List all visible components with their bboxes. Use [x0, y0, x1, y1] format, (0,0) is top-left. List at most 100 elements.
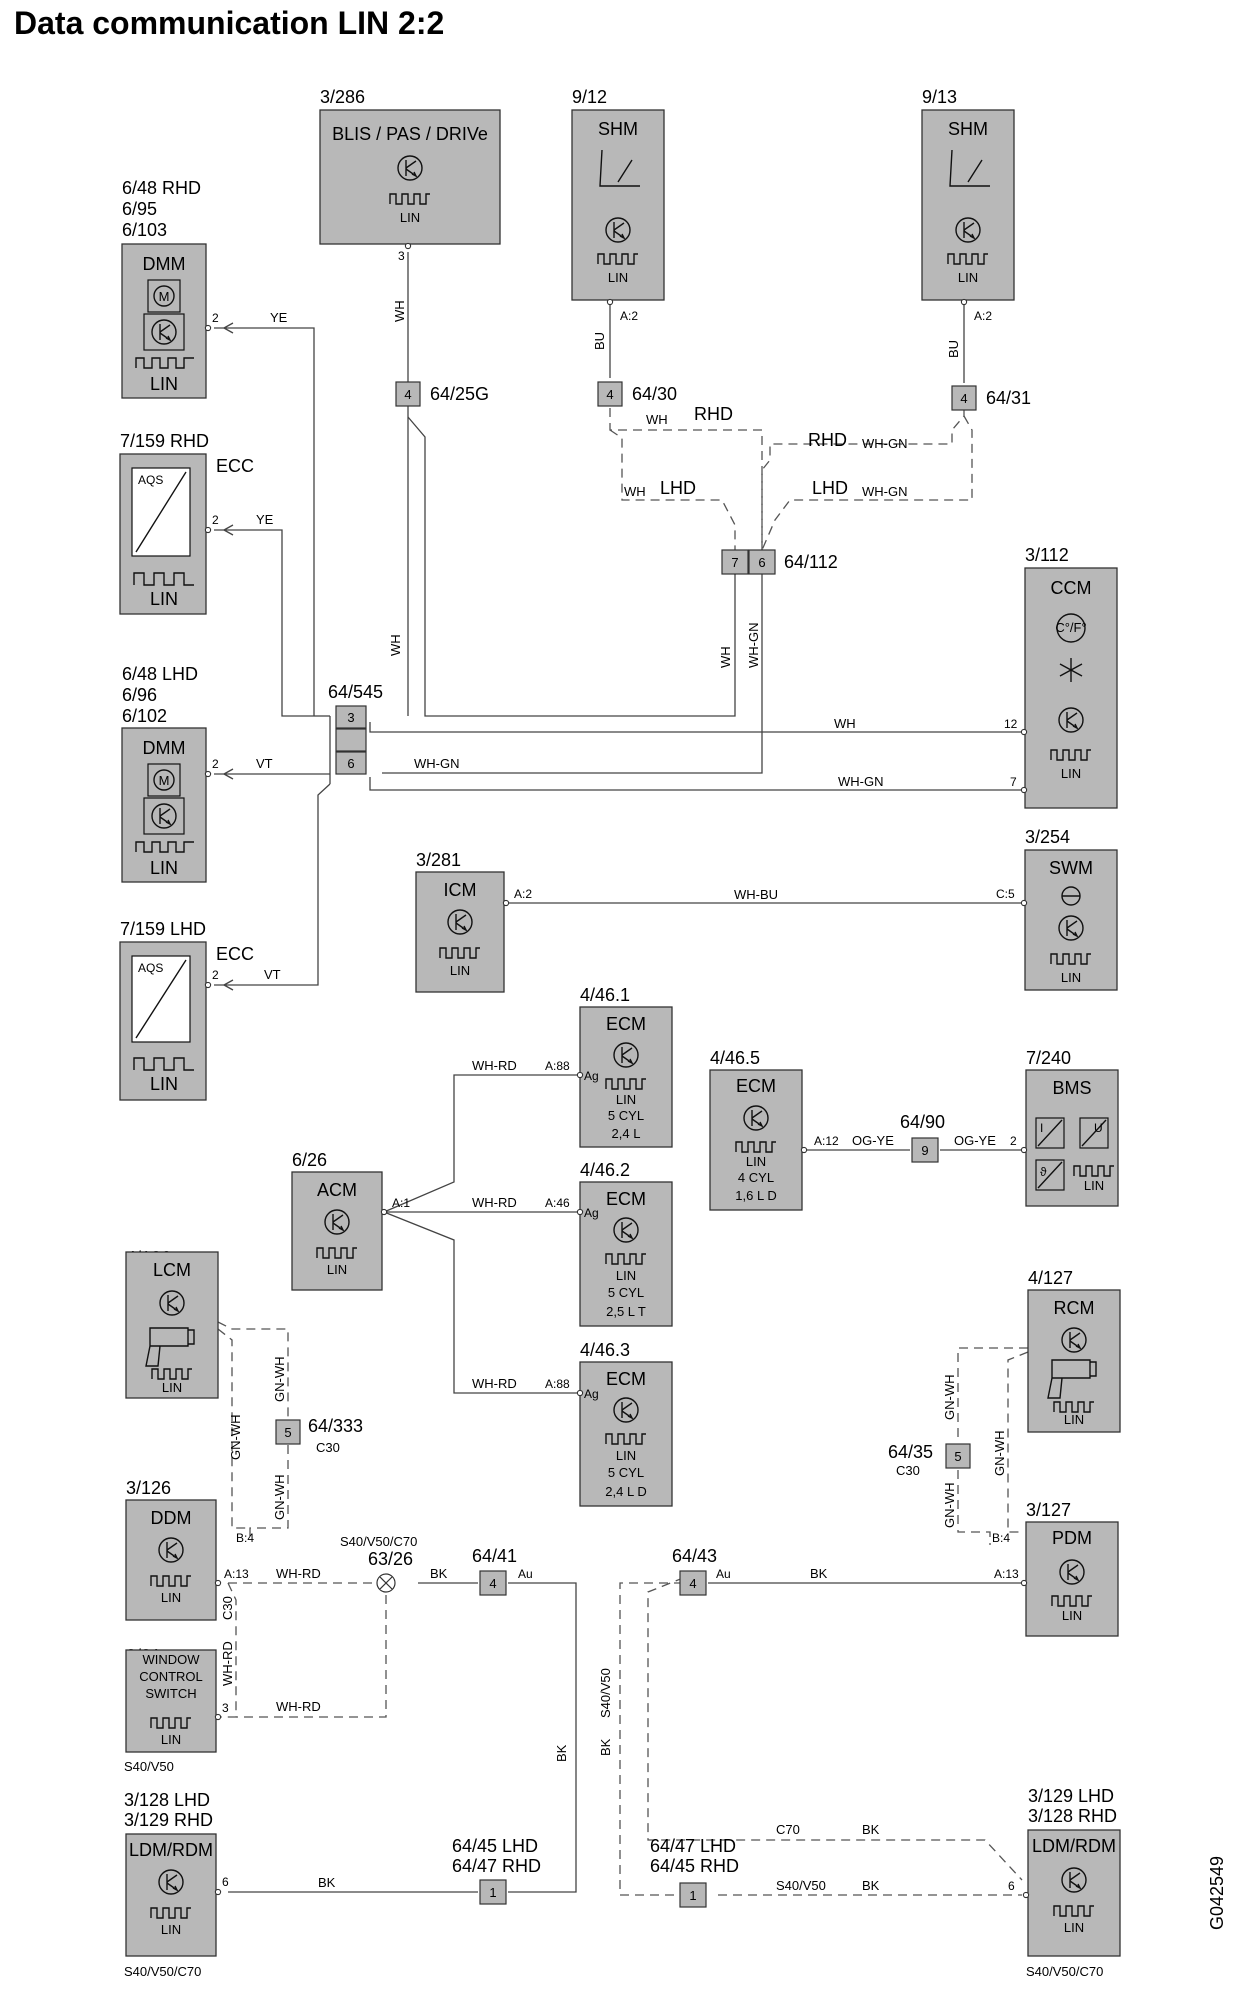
- wire-label: GN-WH: [992, 1431, 1007, 1477]
- wire-label: YE: [256, 512, 274, 527]
- module-ref: 3/129 RHD: [124, 1810, 213, 1830]
- voltage-sensor-icon: [1079, 1117, 1109, 1149]
- module-name: ICM: [444, 880, 477, 900]
- ag-label: Ag: [584, 1069, 599, 1083]
- connector-pin: 6: [758, 555, 765, 570]
- connector-pin: 4: [960, 391, 967, 406]
- pin-label: 2: [212, 757, 219, 771]
- pin-label: C:5: [996, 887, 1015, 901]
- module-ecc-rhd: 7/159 RHD ECC AQS LIN 2: [119, 431, 254, 615]
- module-ecm-1: 4/46.1 ECM LIN 5 CYL 2,4 L Ag A:88: [545, 985, 673, 1148]
- pin-label: 2: [212, 513, 219, 527]
- connector-ref: 64/45 RHD: [650, 1856, 739, 1876]
- wire-label: VT: [264, 967, 281, 982]
- module-name: PDM: [1052, 1528, 1092, 1548]
- variant-label: 5 CYL: [608, 1285, 644, 1300]
- wire-label: YE: [270, 310, 288, 325]
- wire-label: LHD: [660, 478, 696, 498]
- snowflake-icon: [1059, 658, 1083, 682]
- seat-icon: [599, 149, 640, 187]
- module-ref: 6/48 LHD: [122, 664, 198, 684]
- module-ecc-lhd: 7/159 LHD ECC AQS LIN 2: [119, 919, 254, 1101]
- bus-label: LIN: [1064, 1412, 1084, 1427]
- variant-label: 2,4 L: [612, 1126, 641, 1141]
- module-ref: 6/102: [122, 706, 167, 726]
- module-ldm-rdm-left: 3/128 LHD 3/129 RHD LDM/RDM LIN 6 S40/V5…: [124, 1790, 229, 1979]
- wire-label: WH-RD: [472, 1058, 517, 1073]
- module-lcm: 4/126 LCM LIN: [125, 1248, 219, 1399]
- variant-label: S40/V50: [124, 1759, 174, 1774]
- wire-label: BK: [318, 1875, 336, 1890]
- pin-label: 6: [222, 1875, 229, 1889]
- pin-label: A:88: [545, 1377, 570, 1391]
- svg-text:M: M: [159, 773, 170, 788]
- wire-label: GN-WH: [942, 1483, 957, 1529]
- module-name: RCM: [1054, 1298, 1095, 1318]
- bus-label: LIN: [1062, 1608, 1082, 1623]
- module-window-control-switch: 3/81 WINDOW CONTROL SWITCH LIN 3 S40/V50: [124, 1646, 229, 1774]
- variant-label: S40/V50/C70: [1026, 1964, 1103, 1979]
- wire-label: WH: [392, 300, 407, 322]
- pin-label: 12: [1004, 717, 1018, 731]
- module-ref: 6/96: [122, 685, 157, 705]
- connector-ref: 64/47 RHD: [452, 1856, 541, 1876]
- connector-variant: C30: [896, 1463, 920, 1478]
- module-bms: 7/240 BMS I U ϑ LIN 2: [1010, 1048, 1119, 1207]
- module-name: ECM: [606, 1189, 646, 1209]
- connector-64-30: 4 64/30: [597, 381, 677, 407]
- pin-label: A:88: [545, 1059, 570, 1073]
- connector-64-25g: 4 64/25G: [395, 381, 489, 407]
- pin-label: 6: [1008, 1879, 1015, 1893]
- wire-labels: YE YE VT VT WH WH BU BU WH RHD RHD WH-GN…: [220, 300, 1007, 1893]
- pulse-icon: [135, 357, 194, 369]
- module-ref: 6/95: [122, 199, 157, 219]
- pin-label: A:13: [994, 1567, 1019, 1581]
- variant-label: 1,6 L D: [735, 1188, 776, 1203]
- module-ref: 4/127: [1028, 1268, 1073, 1288]
- connector-pin: 9: [921, 1143, 928, 1158]
- module-name: SHM: [948, 119, 988, 139]
- pin-label: 3: [398, 249, 405, 263]
- connector-64-47: 64/47 LHD 64/45 RHD 1: [650, 1836, 739, 1908]
- temperature-sensor-icon: [1035, 1159, 1065, 1191]
- module-ldm-rdm-right: 3/129 LHD 3/128 RHD LDM/RDM LIN 6 S40/V5…: [1008, 1786, 1121, 1979]
- connector-au: Au: [518, 1567, 533, 1581]
- module-name: CONTROL: [139, 1669, 203, 1684]
- current-sensor-icon: [1035, 1117, 1065, 1149]
- module-pdm: 3/127 PDM LIN B:4 A:13: [992, 1500, 1119, 1637]
- module-name: LDM/RDM: [1032, 1836, 1116, 1856]
- connector-pin: 6: [347, 756, 354, 771]
- dashed-wires: [216, 408, 1029, 1896]
- bus-label: LIN: [161, 1732, 181, 1747]
- bus-label: LIN: [1084, 1178, 1104, 1193]
- wire-label: WH: [834, 716, 856, 731]
- module-name: LDM/RDM: [129, 1840, 213, 1860]
- module-ref: 3/112: [1025, 545, 1069, 565]
- connector-pin: 4: [606, 387, 613, 402]
- connector-pin: 1: [689, 1888, 696, 1903]
- wire-label: WH-RD: [220, 1641, 235, 1686]
- connector-ref: 64/43: [672, 1546, 717, 1566]
- pin-label: B:4: [236, 1531, 254, 1545]
- connector-ref: 64/112: [784, 552, 838, 572]
- svg-text:M: M: [159, 289, 170, 304]
- wire-label: WH-RD: [472, 1195, 517, 1210]
- variant-label: 5 CYL: [608, 1465, 644, 1480]
- module-dmm-lhd: 6/48 LHD 6/96 6/102 DMM M LIN 2: [121, 664, 234, 883]
- module-name: CCM: [1051, 578, 1092, 598]
- connector-64-41: 64/41 4 Au: [472, 1546, 533, 1596]
- module-ref: 3/128 RHD: [1028, 1806, 1117, 1826]
- connector-pin: 4: [404, 387, 411, 402]
- wire-label: BK: [862, 1878, 880, 1893]
- wire-label: BU: [946, 340, 961, 358]
- module-ref: 3/281: [416, 850, 461, 870]
- pin-label: A:12: [814, 1134, 839, 1148]
- pulse-icon: [133, 1057, 194, 1071]
- wire-label: GN-WH: [272, 1475, 287, 1521]
- ag-label: Ag: [584, 1206, 599, 1220]
- module-ref: 9/13: [922, 87, 957, 107]
- connector-64-112: 7 6 64/112: [721, 549, 838, 575]
- pin-label: 2: [1010, 1134, 1017, 1148]
- connector-pin: 5: [284, 1425, 291, 1440]
